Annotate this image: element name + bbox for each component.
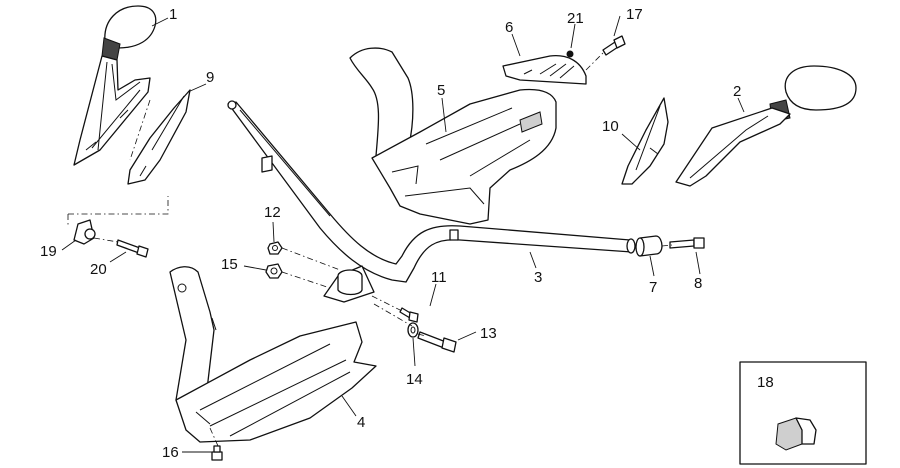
label-9: 9 xyxy=(206,69,214,86)
part-washer-14 xyxy=(407,322,419,338)
label-2: 2 xyxy=(733,83,741,100)
part-screw-17 xyxy=(602,35,626,56)
part-bar-end xyxy=(635,235,663,257)
part-nut-12 xyxy=(267,241,283,255)
label-17: 17 xyxy=(626,6,643,23)
part-handlebar-clamp xyxy=(323,265,375,303)
label-1: 1 xyxy=(169,6,177,23)
part-handlebar xyxy=(227,100,636,283)
label-6: 6 xyxy=(505,19,513,36)
label-14: 14 xyxy=(406,371,423,388)
part-small-cover xyxy=(502,50,587,85)
part-bolt-8 xyxy=(669,237,705,249)
part-18-inset xyxy=(739,361,867,465)
label-3: 3 xyxy=(534,269,542,286)
callout-labels: 1 2 3 4 5 6 7 8 9 10 11 12 13 14 15 16 1… xyxy=(40,6,774,461)
part-left-inner-cover xyxy=(127,89,191,185)
part-screw-20 xyxy=(116,239,149,258)
label-18: 18 xyxy=(757,374,774,391)
part-bolt-11 xyxy=(399,307,419,323)
label-5: 5 xyxy=(437,82,445,99)
part-right-mirror xyxy=(675,65,857,187)
label-10: 10 xyxy=(602,118,619,135)
label-21: 21 xyxy=(567,10,584,27)
part-21-dot xyxy=(566,50,574,58)
label-12: 12 xyxy=(264,204,281,221)
label-13: 13 xyxy=(480,325,497,342)
part-front-cover xyxy=(349,47,557,225)
assembly-lines xyxy=(67,51,673,447)
label-20: 20 xyxy=(90,261,107,278)
part-left-mirror xyxy=(73,5,157,166)
label-11: 11 xyxy=(431,269,447,286)
label-4: 4 xyxy=(357,414,365,431)
label-15: 15 xyxy=(221,256,238,273)
part-right-inner-cover xyxy=(621,97,669,185)
part-clip-19 xyxy=(73,219,96,245)
part-screw-16 xyxy=(211,445,223,461)
label-19: 19 xyxy=(40,243,57,260)
part-nut-15 xyxy=(265,263,283,279)
label-8: 8 xyxy=(694,275,702,292)
leader-lines xyxy=(61,15,745,453)
label-16: 16 xyxy=(162,444,179,461)
part-lower-shield xyxy=(169,266,377,443)
label-7: 7 xyxy=(649,279,657,296)
part-bolt-13 xyxy=(417,331,457,353)
